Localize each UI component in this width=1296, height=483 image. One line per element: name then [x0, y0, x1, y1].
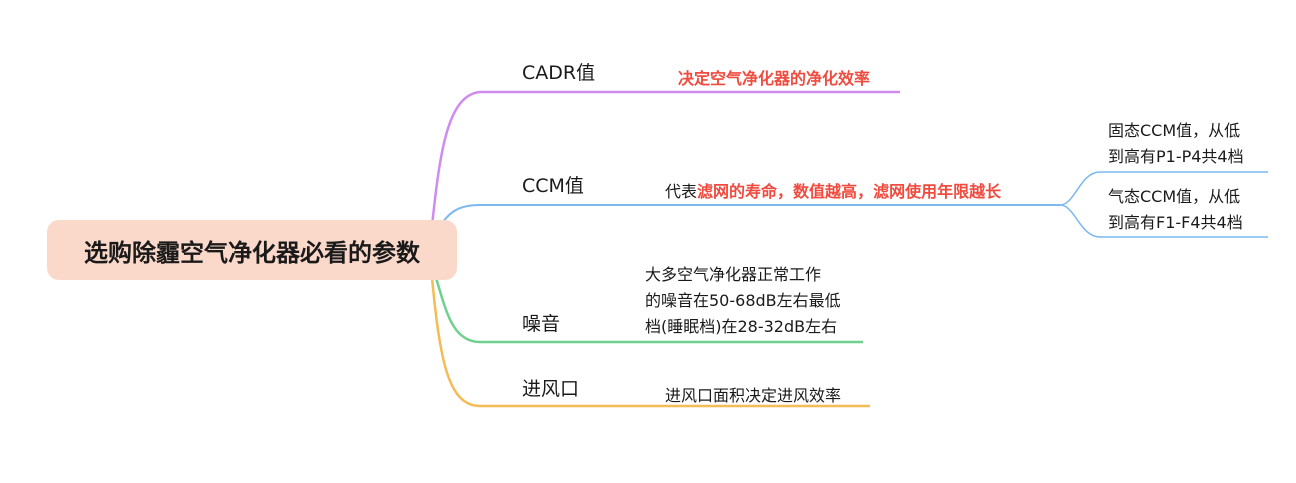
- branch-inlet-leaf[interactable]: 进风口面积决定进风效率: [665, 386, 842, 405]
- ccm-leaf-part: 代表: [665, 182, 698, 201]
- root-label: 选购除霾空气净化器必看的参数: [84, 238, 420, 267]
- ccm-sub1-line: 到高有P1-P4共4档: [1108, 147, 1244, 166]
- ccm-sub2-node[interactable]: 气态CCM值，从低 到高有F1-F4共4档: [1108, 184, 1243, 236]
- branch-noise-label[interactable]: 噪音: [522, 313, 561, 335]
- noise-leaf-line: 大多空气净化器正常工作: [645, 265, 822, 284]
- connector-cadr: [430, 90, 900, 227]
- connector-ccm: [439, 204, 1060, 227]
- branch-ccm-label[interactable]: CCM值: [522, 175, 584, 197]
- connector-noise: [434, 277, 863, 344]
- branch-ccm-leaf[interactable]: 代表滤网的寿命，数值越高，滤网使用年限越长: [665, 178, 1001, 202]
- ccm-sub1-node[interactable]: 固态CCM值，从低 到高有P1-P4共4档: [1108, 118, 1244, 170]
- noise-leaf-line: 档(睡眠档)在28-32dB左右: [645, 317, 838, 336]
- connector-ccm-sub2: [1059, 204, 1268, 238]
- ccm-sub1-line: 固态CCM值，从低: [1108, 121, 1241, 140]
- branch-cadr-label[interactable]: CADR值: [522, 62, 596, 84]
- noise-leaf-line: 的噪音在50-68dB左右最低: [645, 291, 841, 310]
- connector-inlet: [430, 277, 870, 408]
- ccm-sub2-line: 气态CCM值，从低: [1108, 187, 1241, 206]
- branch-noise-leaf[interactable]: 大多空气净化器正常工作 的噪音在50-68dB左右最低 档(睡眠档)在28-32…: [645, 262, 841, 340]
- ccm-leaf-highlight: 滤网的寿命: [697, 182, 778, 201]
- ccm-leaf-punct: ，: [777, 182, 794, 201]
- ccm-sub2-line: 到高有F1-F4共4档: [1108, 213, 1243, 232]
- branch-cadr-leaf[interactable]: 决定空气净化器的净化效率: [678, 69, 871, 88]
- root-node[interactable]: 选购除霾空气净化器必看的参数: [47, 220, 457, 280]
- ccm-leaf-highlight: 数值越高: [793, 182, 858, 201]
- ccm-leaf-punct: ，: [857, 182, 874, 201]
- connector-ccm-sub1: [1059, 171, 1268, 206]
- ccm-leaf-highlight: 滤网使用年限越长: [873, 182, 1002, 201]
- branch-inlet-label[interactable]: 进风口: [522, 378, 580, 400]
